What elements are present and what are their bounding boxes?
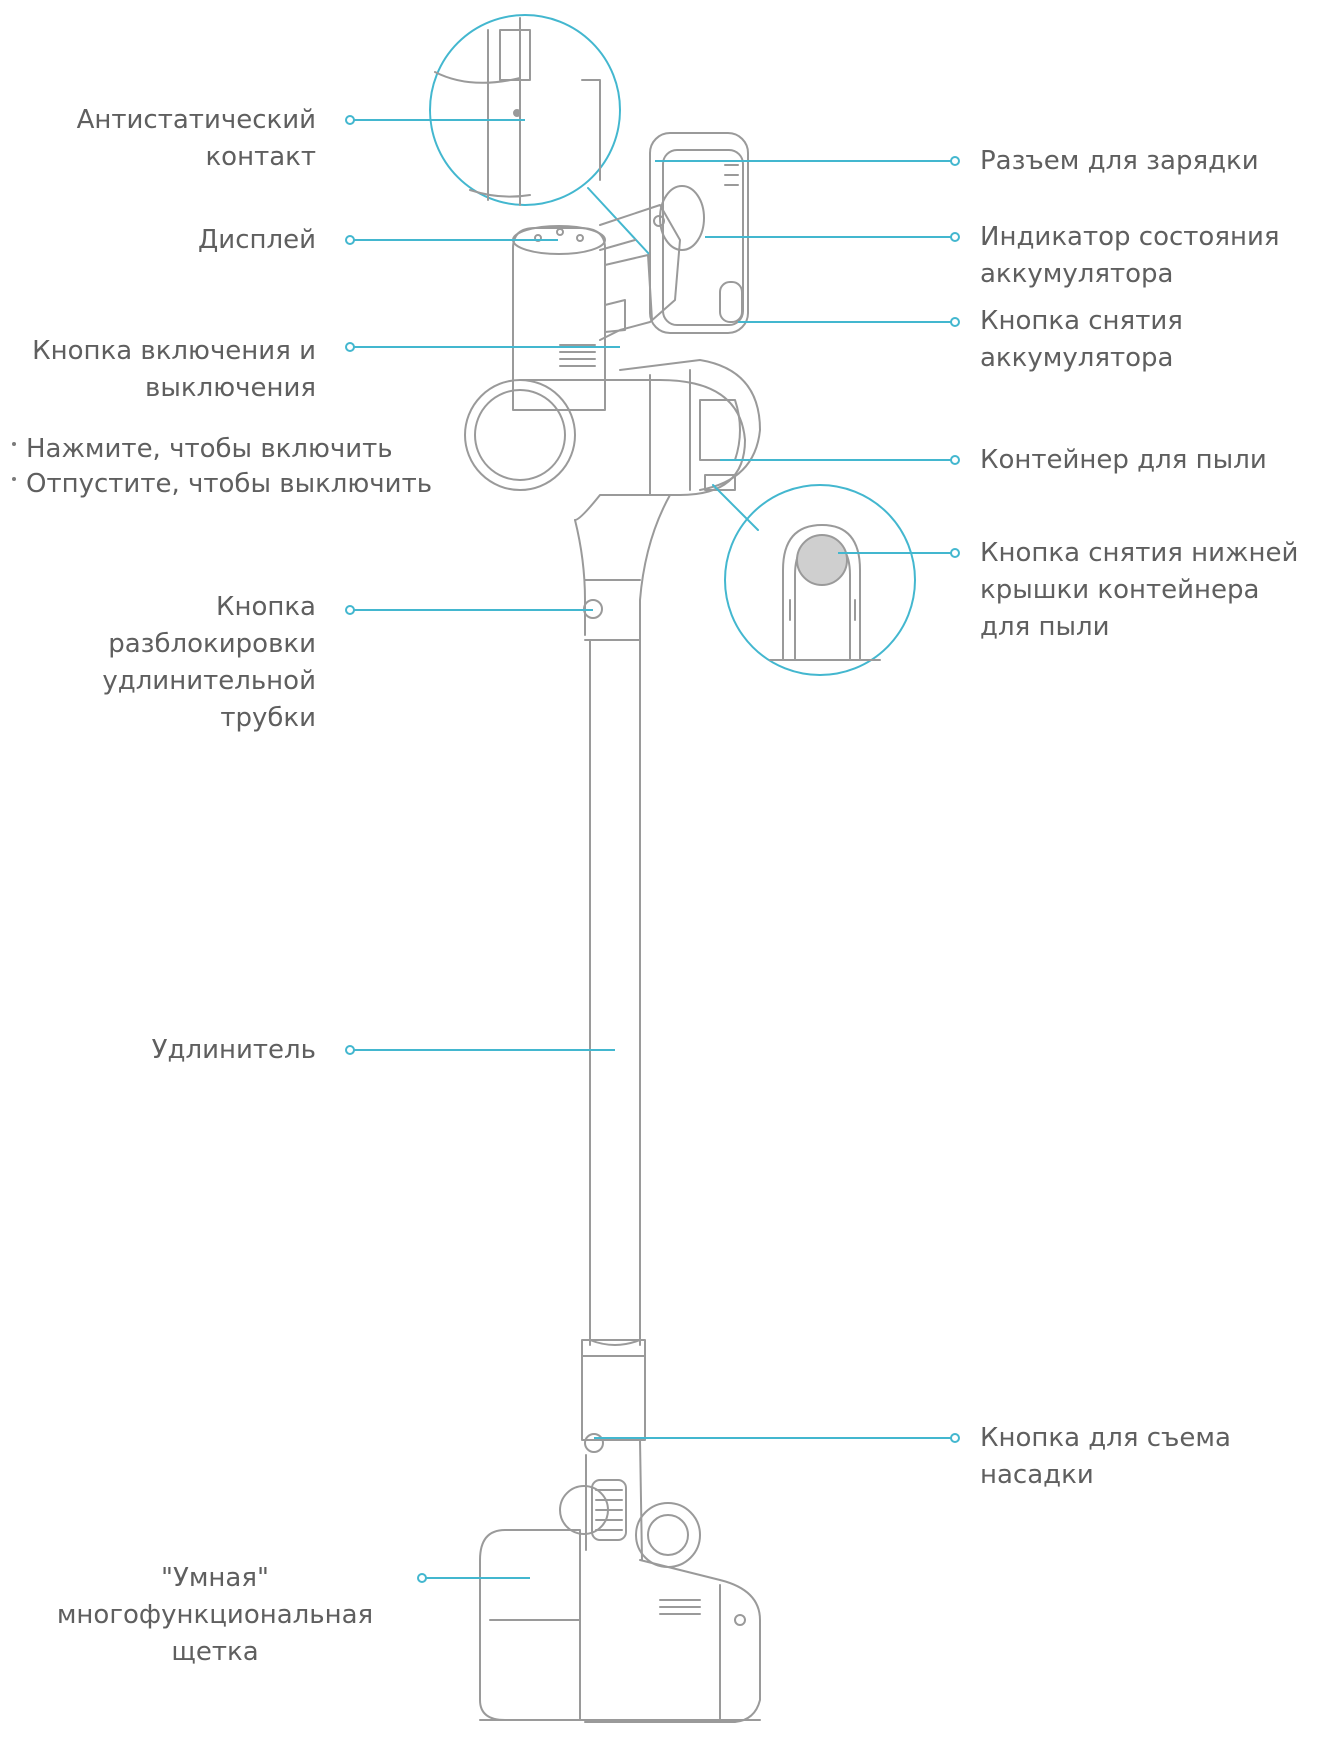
power-button-notes: Нажмите, чтобы включить Отпустите, чтобы… [12,432,432,502]
motor-arm [599,204,681,341]
lid-release-inset [724,484,916,676]
lower-joint [559,1339,701,1568]
callout-lines [345,115,960,1583]
label-charging-port: Разъем для зарядки [980,146,1259,176]
label-extension-tube: Удлинитель [151,1035,316,1065]
label-display: Дисплей [197,225,316,255]
antistatic-inset [429,14,621,206]
motor-body [464,359,761,521]
label-dust-container: Контейнер для пыли [980,445,1267,475]
brush-head [479,1529,761,1723]
handle [512,225,626,411]
battery-mount [649,132,749,334]
tube-connector [574,494,671,641]
extension-tube [589,639,641,1346]
